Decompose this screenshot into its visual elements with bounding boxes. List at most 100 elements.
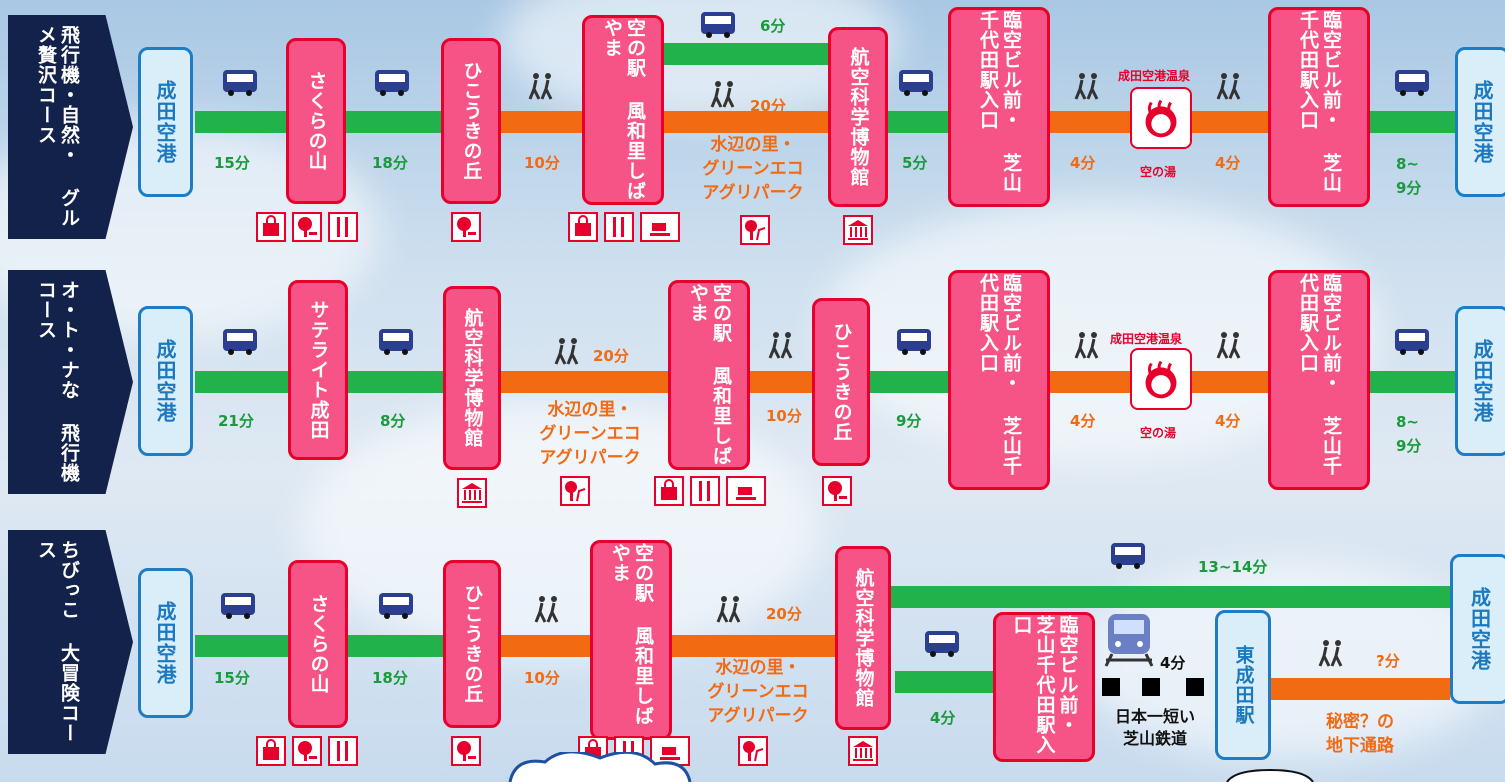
stop-rinku[interactable]: 臨空ビル前・ 芝山千代田駅入口 (993, 612, 1095, 762)
bus-icon (925, 631, 959, 657)
bus-line (348, 371, 444, 393)
bus-line (1370, 371, 1460, 393)
travel-time: 20分 (593, 347, 629, 365)
travel-time: 6分 (760, 17, 786, 35)
onsen-icon (1130, 348, 1192, 410)
travel-time: 4分 (1215, 154, 1241, 172)
mizube-label: 水辺の里・ グリーンエコ アグリパーク (539, 400, 641, 468)
stop-michinoeki[interactable]: 空の駅 風和里しばやま (582, 15, 664, 205)
walk-line (1270, 678, 1450, 700)
route-2-banner (8, 270, 133, 494)
walk-line (662, 111, 832, 133)
stop-hikouki[interactable]: ひこうきの丘 (812, 298, 870, 466)
stop-michinoeki[interactable]: 空の駅 風和里しばやま (590, 540, 672, 740)
track-block (1142, 678, 1160, 696)
bus-line (888, 586, 1450, 608)
stop-museum[interactable]: 航空科学博物館 (835, 546, 891, 730)
walk-icon (768, 332, 793, 359)
travel-time: 8~ 9分 (1396, 413, 1422, 455)
walk-icon (534, 596, 559, 623)
travel-time: 4分 (1215, 412, 1241, 430)
shopping-icon (256, 736, 286, 766)
bus-line (195, 635, 290, 657)
mizube-label: 水辺の里・ グリーンエコ アグリパーク (707, 658, 809, 726)
stop-sakura[interactable]: さくらの山 (288, 560, 348, 728)
travel-time: 15分 (214, 669, 250, 687)
train-icon (1104, 614, 1154, 667)
travel-time: 5分 (902, 154, 928, 172)
stop-rinku[interactable]: 臨空ビル前・ 芝山千代田駅入口 (948, 7, 1050, 207)
travel-time: 8~ 9分 (1396, 155, 1422, 197)
travel-time: 4分 (1070, 154, 1096, 172)
stop-narita-airport[interactable]: 成田空港 (138, 47, 193, 197)
cafe-icon (726, 476, 766, 506)
stop-narita-airport[interactable]: 成田空港 (138, 568, 193, 718)
stop-satellite[interactable]: サテライト成田 (288, 280, 348, 460)
bus-icon (899, 70, 933, 96)
park-icon (822, 476, 852, 506)
bus-line (195, 371, 290, 393)
farm-icon (738, 736, 768, 766)
travel-time: ?分 (1376, 652, 1400, 670)
stop-rinku[interactable]: 臨空ビル前・ 芝山千代田駅入口 (1268, 7, 1370, 207)
onsen-sub: 空の湯 (1140, 165, 1177, 179)
bus-line (1370, 111, 1460, 133)
bus-line (895, 671, 995, 693)
mizube-label: 水辺の里・ グリーンエコ アグリパーク (702, 135, 804, 203)
stop-narita-airport[interactable]: 成田空港 (1455, 47, 1505, 197)
travel-time: 9分 (896, 412, 922, 430)
cafe-icon (640, 212, 680, 242)
stop-michinoeki[interactable]: 空の駅 風和里しばやま (668, 280, 750, 470)
stop-hikouki[interactable]: ひこうきの丘 (443, 560, 501, 728)
stop-rinku[interactable]: 臨空ビル前・ 芝山千代田駅入口 (948, 270, 1050, 490)
cloud-outline (1226, 768, 1314, 782)
bus-icon (1395, 70, 1429, 96)
stop-sakura[interactable]: さくらの山 (286, 38, 346, 204)
route-3-banner (8, 530, 133, 754)
stop-museum[interactable]: 航空科学博物館 (828, 27, 888, 207)
farm-icon (560, 476, 590, 506)
walk-icon (716, 596, 741, 623)
travel-time: 18分 (372, 669, 408, 687)
walk-icon (554, 338, 579, 365)
park-icon (451, 736, 481, 766)
railway-label: 日本一短い 芝山鉄道 (1114, 707, 1195, 748)
travel-time: 20分 (750, 97, 786, 115)
route-1: 飛行機・自然・ グルメ贅沢コース 成田空港 さくらの山 ひこうきの丘 空の駅 風… (0, 7, 1505, 255)
track-block (1186, 678, 1204, 696)
bus-line (662, 43, 832, 65)
stop-narita-airport[interactable]: 成田空港 (1455, 306, 1505, 456)
route-2: オ・ト・ナな 飛行機コース 成田空港 サテライト成田 航空科学博物館 空の駅 風… (0, 270, 1505, 510)
museum-icon (848, 736, 878, 766)
walk-line (500, 371, 670, 393)
walk-icon (528, 73, 553, 100)
route-3: ちびっこ 大冒険コース 成田空港 さくらの山 ひこうきの丘 空の駅 風和里しばや… (0, 530, 1505, 770)
walk-icon (710, 81, 735, 108)
park-icon (451, 212, 481, 242)
cloud-outline (508, 752, 692, 782)
stop-rinku[interactable]: 臨空ビル前・ 芝山千代田駅入口 (1268, 270, 1370, 490)
route-1-banner (8, 15, 133, 239)
park-icon (292, 212, 322, 242)
travel-time: 10分 (524, 669, 560, 687)
walk-icon (1216, 332, 1241, 359)
restaurant-icon (328, 212, 358, 242)
bus-line (870, 371, 950, 393)
walk-line (750, 371, 812, 393)
restaurant-icon (690, 476, 720, 506)
travel-time: 21分 (218, 412, 254, 430)
onsen-name: 成田空港温泉 (1118, 69, 1191, 83)
bus-icon (701, 12, 735, 38)
walk-line (500, 111, 585, 133)
stop-higashi-narita[interactable]: 東成田駅 (1215, 610, 1271, 760)
stop-narita-airport[interactable]: 成田空港 (1450, 554, 1505, 704)
park-icon (292, 736, 322, 766)
walk-icon (1216, 73, 1241, 100)
stop-narita-airport[interactable]: 成田空港 (138, 306, 193, 456)
stop-hikouki[interactable]: ひこうきの丘 (441, 38, 501, 204)
onsen-name: 成田空港温泉 (1110, 332, 1183, 346)
bus-line (195, 111, 290, 133)
bus-icon (379, 593, 413, 619)
stop-museum[interactable]: 航空科学博物館 (443, 286, 501, 470)
bus-icon (221, 593, 255, 619)
